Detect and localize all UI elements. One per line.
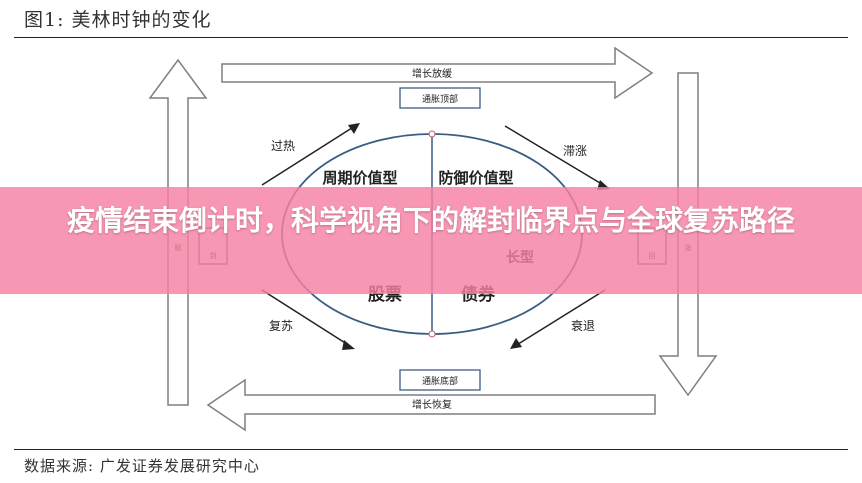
recovery-arrow <box>261 289 351 347</box>
inflation-top-label: 通胀顶部 <box>422 93 458 105</box>
inflation-top-box <box>399 87 481 109</box>
growth-slowing-arrow <box>221 46 654 100</box>
data-source: 数据来源: 广发证券发展研究中心 <box>24 457 260 475</box>
growth-slowing-label: 增长放缓 <box>412 67 452 80</box>
overheat-arrowhead <box>348 123 360 134</box>
inflation-bottom-box <box>399 369 481 391</box>
phase-overheat: 过热 <box>271 139 295 153</box>
overheat-arrow <box>261 125 356 186</box>
headline-text: 疫情结束倒计时，科学视角下的解封临界点与全球复苏路径 <box>66 204 795 237</box>
bottom-divider <box>14 449 848 450</box>
quadrant-defensive-value: 防御价值型 <box>438 169 513 187</box>
recession-arrowhead <box>510 338 522 349</box>
recession-arrow <box>514 289 606 347</box>
recovery-arrowhead <box>342 340 355 350</box>
phase-stagflation: 滞涨 <box>563 143 587 158</box>
inflation-bottom-label: 通胀底部 <box>422 375 458 387</box>
figure-title: 图1: 美林时钟的变化 <box>24 9 212 31</box>
growth-recovery-arrow <box>206 378 656 432</box>
quadrant-cyclical-value: 周期价值型 <box>322 169 397 187</box>
headline-banner <box>0 187 862 294</box>
top-divider <box>14 37 848 38</box>
bottom-node <box>428 330 436 338</box>
growth-recovery-label: 增长恢复 <box>412 398 452 411</box>
phase-recession: 衰退 <box>571 318 595 333</box>
top-node <box>428 130 436 138</box>
phase-recovery: 复苏 <box>269 319 293 333</box>
stagflation-arrow <box>504 125 606 187</box>
